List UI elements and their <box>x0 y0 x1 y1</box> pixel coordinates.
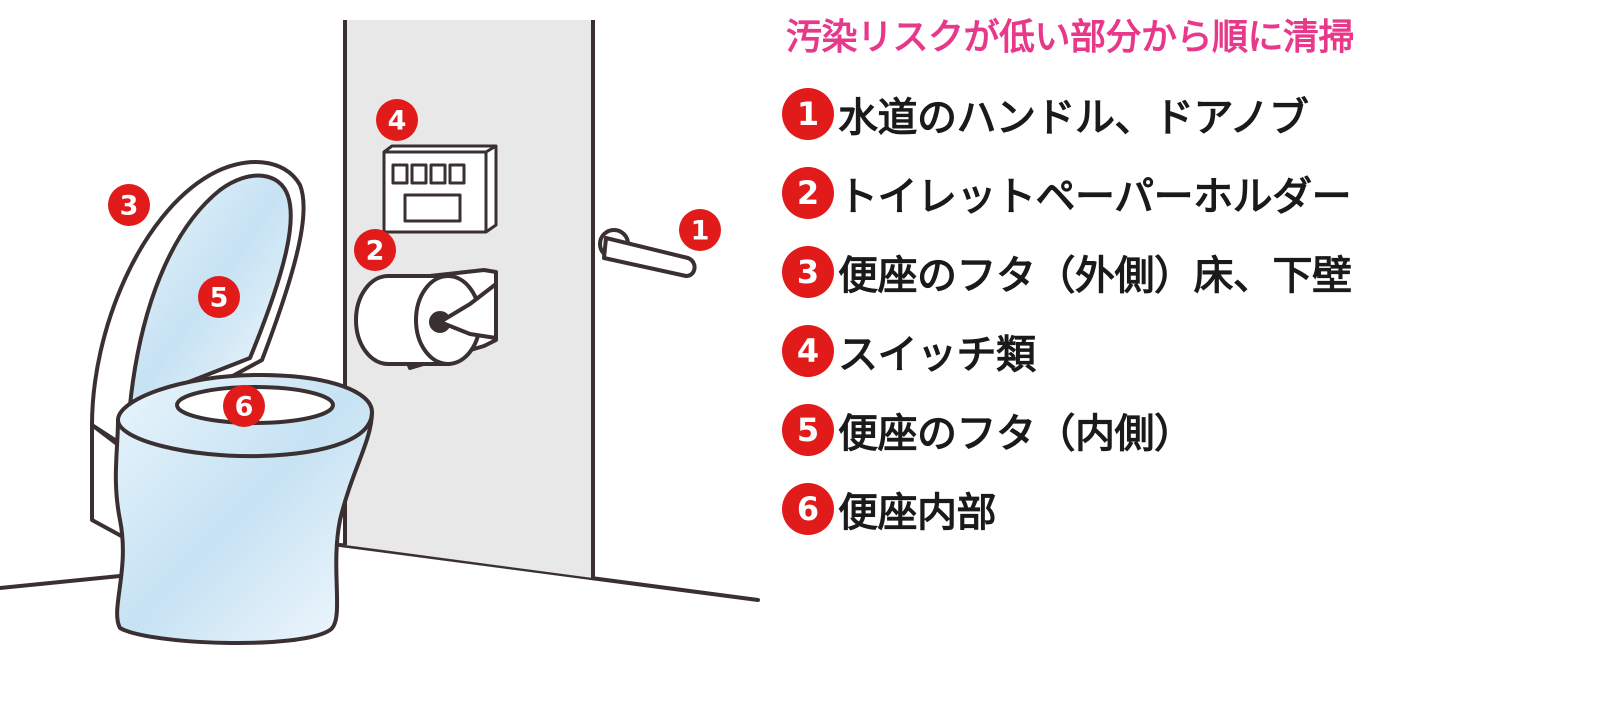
marker-6: 6 <box>223 385 265 427</box>
legend-item: 5 便座のフタ（内側） <box>782 390 1592 469</box>
legend-item: 3 便座のフタ（外側）床、下壁 <box>782 232 1592 311</box>
svg-text:2: 2 <box>366 236 385 267</box>
cleaning-order-legend: 汚染リスクが低い部分から順に清掃 1 水道のハンドル、ドアノブ 2 トイレットペ… <box>782 8 1592 548</box>
legend-item: 6 便座内部 <box>782 469 1592 548</box>
svg-text:1: 1 <box>691 216 710 247</box>
legend-title: 汚染リスクが低い部分から順に清掃 <box>786 17 1355 58</box>
legend-item-text: 便座のフタ（外側）床、下壁 <box>838 252 1352 299</box>
marker-5: 5 <box>198 276 240 318</box>
floor <box>0 543 760 602</box>
marker-1: 1 <box>679 209 721 251</box>
toilet <box>90 160 374 645</box>
toilet-illustration: 1 2 3 4 5 6 <box>0 20 760 645</box>
door-handle <box>598 228 697 278</box>
legend-item-text: スイッチ類 <box>838 331 1036 378</box>
switch-panel <box>382 144 498 234</box>
number-badge: 3 <box>782 245 834 298</box>
legend-item-text: 便座のフタ（内側） <box>838 410 1194 457</box>
svg-text:6: 6 <box>235 392 254 423</box>
marker-2: 2 <box>354 229 396 271</box>
marker-4: 4 <box>376 99 418 141</box>
number-badge: 1 <box>782 87 834 140</box>
svg-text:3: 3 <box>120 191 139 222</box>
legend-item-text: 水道のハンドル、ドアノブ <box>838 94 1309 141</box>
legend-item: 4 スイッチ類 <box>782 311 1592 390</box>
legend-item-text: 便座内部 <box>838 489 997 536</box>
legend-item-text: トイレットペーパーホルダー <box>838 173 1352 220</box>
number-badge: 5 <box>782 403 834 456</box>
marker-3: 3 <box>108 184 150 226</box>
toilet-paper-holder <box>354 268 498 370</box>
legend-item: 2 トイレットペーパーホルダー <box>782 153 1592 232</box>
svg-text:5: 5 <box>210 283 229 314</box>
number-badge: 2 <box>782 166 834 219</box>
legend-item: 1 水道のハンドル、ドアノブ <box>782 74 1592 153</box>
number-badge: 6 <box>782 482 834 535</box>
svg-text:4: 4 <box>388 106 407 137</box>
number-badge: 4 <box>782 324 834 377</box>
